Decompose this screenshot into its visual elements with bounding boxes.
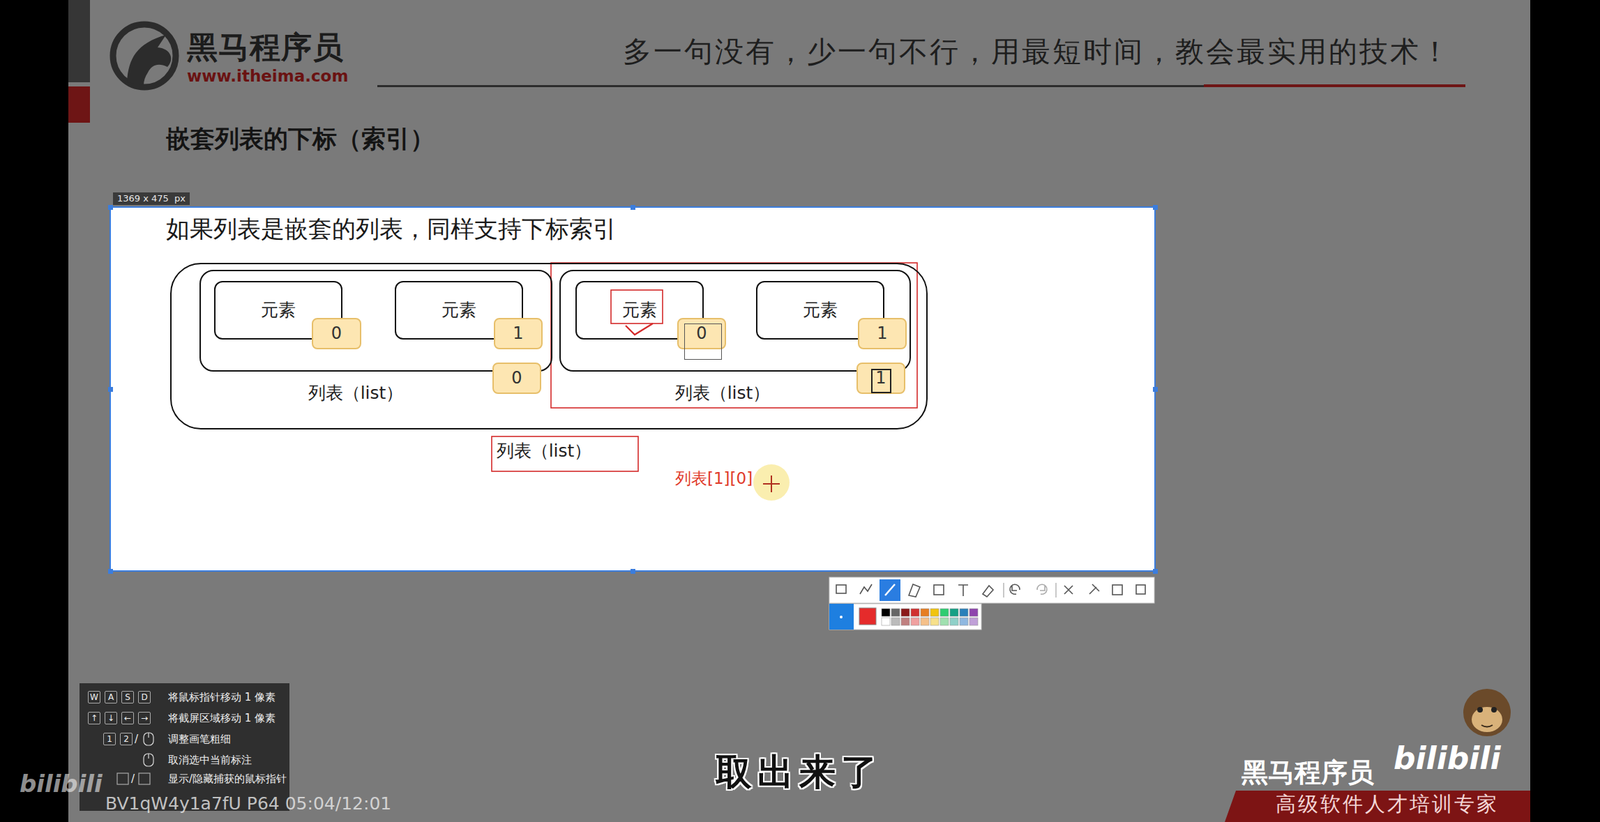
index-badge: 0 [492, 362, 542, 395]
list-label: 列表（list） [675, 382, 771, 404]
index-badge: 0 [677, 318, 727, 350]
bilibili-logo: bilibili [1393, 740, 1501, 778]
subtitle: 取出来了 [715, 750, 883, 794]
logo-name: 黑马程序员 [186, 29, 344, 67]
list-label: 列表（list） [496, 440, 593, 462]
element-text: 元素 [622, 299, 658, 321]
inner-list-box: 列表（list）元素0元素1 [559, 269, 911, 372]
help-text: 取消选中当前标注 [168, 753, 252, 767]
slogan: 多一句没有，少一句不行，用最短时间，教会最实用的技术！ [622, 34, 1452, 70]
key-cap: 2 [119, 733, 133, 746]
watermark-text: BV1qW4y1a7fU P64 05:04/12:01 [105, 793, 392, 815]
help-text: 显示/隐藏捕获的鼠标指针 [168, 772, 287, 786]
list-label: 列表（list） [308, 382, 404, 404]
annotation-text: 列表[1][0] [675, 469, 753, 489]
index-number: 0 [696, 323, 707, 344]
element-text: 元素 [441, 299, 477, 321]
index-number: 1 [875, 368, 886, 389]
index-badge: 1 [857, 318, 907, 350]
key-cap: D [138, 691, 151, 704]
key-separator: / [131, 772, 135, 786]
key-cap: S [121, 691, 134, 704]
element-text: 元素 [802, 299, 838, 321]
key-cap: ← [121, 712, 134, 725]
key-cap: → [138, 712, 151, 725]
intro-text: 如果列表是嵌套的列表，同样支持下标索引 [165, 214, 617, 244]
index-number: 1 [512, 323, 524, 344]
index-number: 0 [511, 368, 522, 389]
key-cap: W [87, 691, 101, 704]
help-text: 调整画笔粗细 [168, 733, 231, 746]
index-badge: 1 [856, 362, 906, 395]
slide-title: 嵌套列表的下标（索引） [165, 124, 435, 154]
help-text: 将鼠标指针移动 1 像素 [168, 691, 276, 704]
index-badge: 1 [493, 318, 543, 350]
brand-slogan: 高级软件人才培训专家 [1275, 792, 1499, 817]
inner-list-box: 列表（list）元素0元素1 [199, 269, 553, 372]
element-text: 元素 [260, 299, 296, 321]
logo-url: www.itheima.com [186, 66, 349, 87]
index-badge: 0 [311, 318, 362, 350]
key-cap: ↓ [104, 712, 118, 725]
outer-list-box: 列表（list）列表（list）元素0元素10列表（list）元素0元素11 [170, 262, 928, 430]
key-cap: A [104, 691, 118, 704]
watermark-logo: bilibili [19, 770, 103, 799]
key-separator: / [134, 733, 139, 746]
index-number: 1 [876, 323, 888, 344]
key-cap: ↑ [87, 712, 101, 725]
selection-size: 1369 x 475 px [112, 192, 190, 206]
brand-name: 黑马程序员 [1241, 757, 1375, 790]
key-cap: 1 [103, 733, 116, 746]
index-number: 0 [331, 323, 342, 344]
help-text: 将截屏区域移动 1 像素 [168, 712, 276, 725]
